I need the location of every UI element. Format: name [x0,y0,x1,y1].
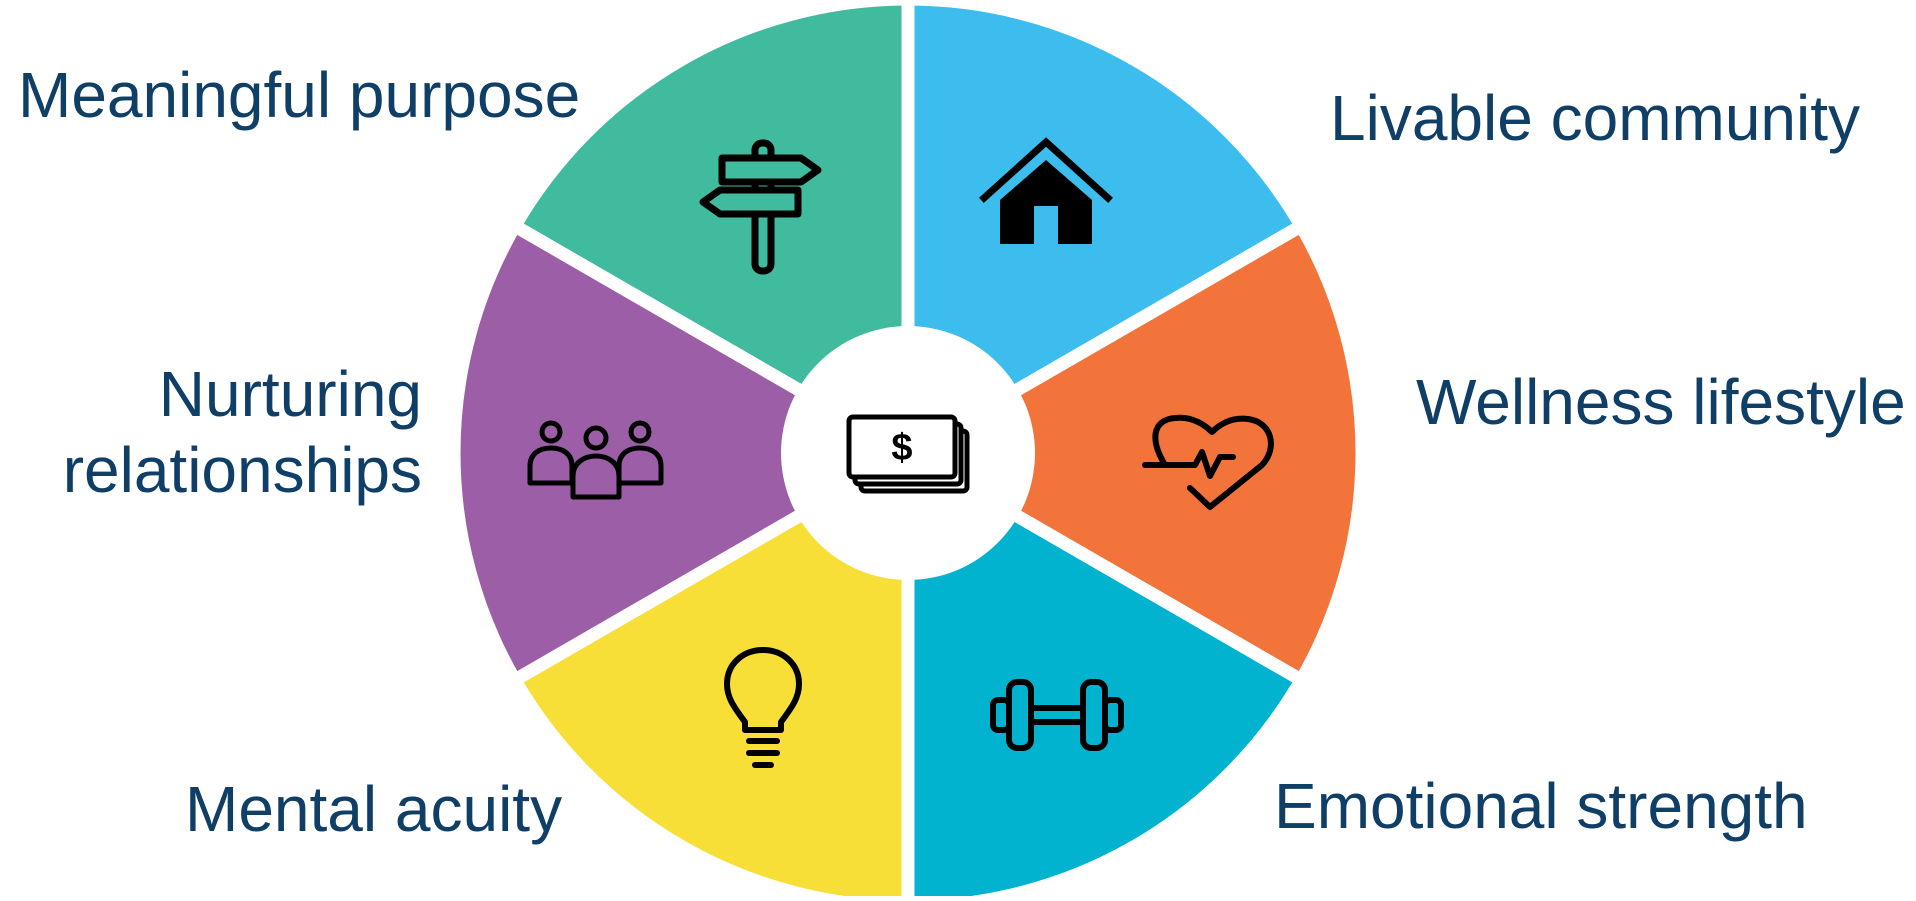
label-mental-acuity: Mental acuity [185,773,563,845]
label-nurturing-relationships: Nurturing relationships [63,356,422,508]
segment-meaningful [505,0,915,465]
dumbbell-icon [990,679,1124,751]
segment-nurturing [447,217,922,689]
people-group-icon [527,420,664,500]
label-meaningful-purpose: Meaningful purpose [18,59,581,131]
segment-livable [901,0,1311,465]
segment-mental [505,441,915,901]
label-nurturing-line1: Nurturing [158,358,422,430]
money-stack-icon [846,414,970,494]
label-livable-community: Livable community [1330,82,1860,154]
label-nurturing-line2: relationships [62,434,422,506]
label-wellness-lifestyle: Wellness lifestyle [1416,366,1906,438]
label-emotional-strength: Emotional strength [1274,770,1808,842]
signpost-icon [699,139,822,275]
segment-emotional [901,441,1311,901]
wheel-segments [447,0,1369,901]
segment-wellness [894,217,1369,689]
heart-pulse-icon [1142,414,1274,510]
house-icon [979,137,1113,244]
dollar-sign: $ [891,427,912,469]
lightbulb-icon [724,647,802,768]
